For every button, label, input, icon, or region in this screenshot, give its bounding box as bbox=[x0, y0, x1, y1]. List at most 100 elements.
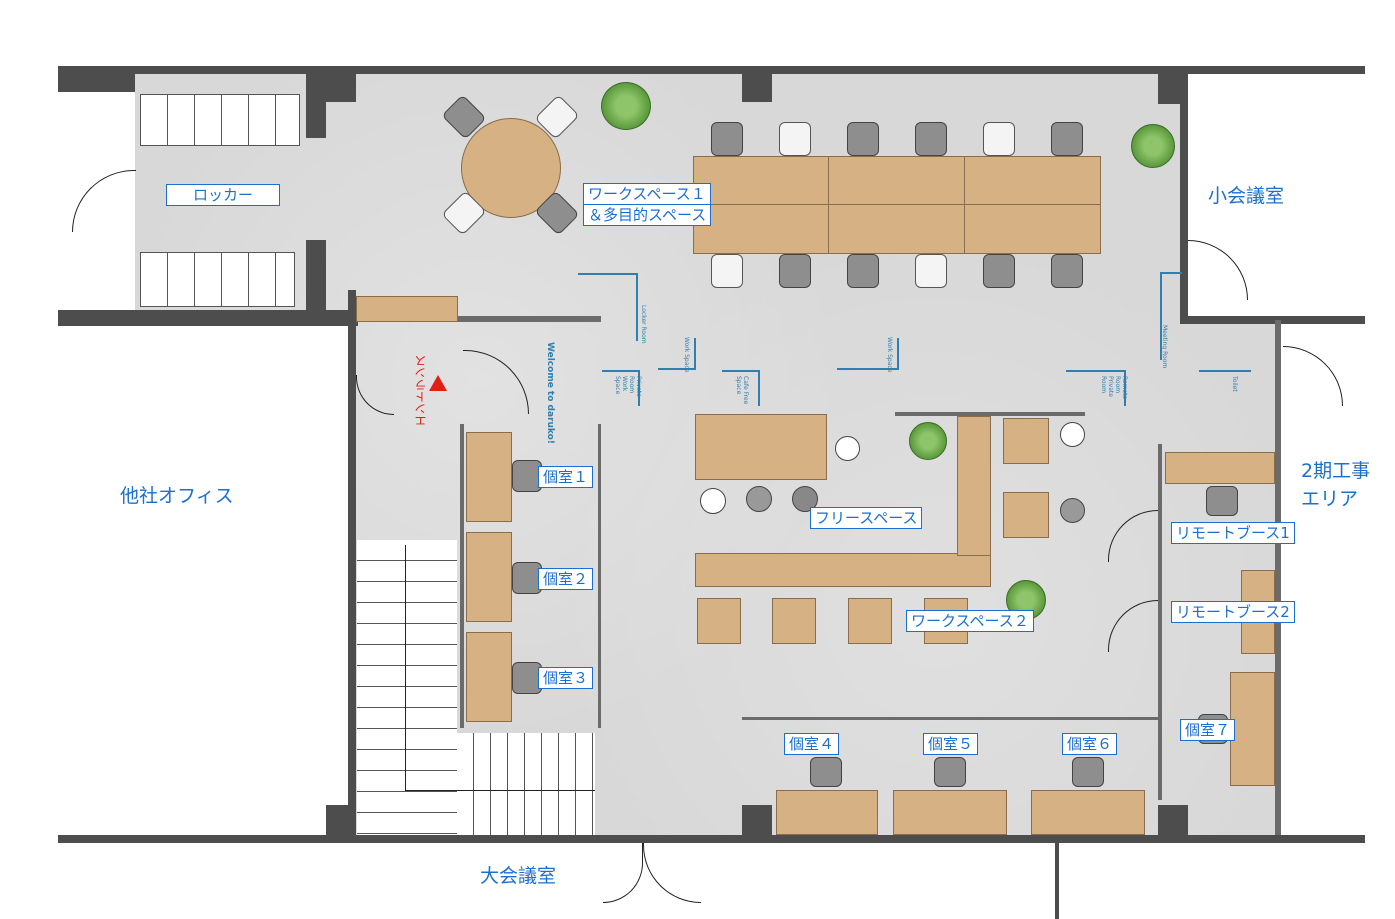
chair bbox=[1072, 757, 1104, 787]
chair bbox=[1051, 122, 1083, 156]
chair bbox=[1206, 486, 1238, 516]
wall-top bbox=[58, 66, 1365, 74]
wall-pillar bbox=[326, 74, 356, 102]
private-desk-4 bbox=[776, 790, 878, 835]
wall-entrance-top bbox=[458, 316, 601, 322]
sign-meeting-room: Meeting Room bbox=[1161, 325, 1168, 369]
counter-vertical bbox=[957, 416, 991, 556]
private-desk-6 bbox=[1031, 790, 1145, 835]
label-small-meeting: 小会議室 bbox=[1208, 185, 1285, 207]
cafe-table bbox=[1003, 492, 1049, 538]
counter-long bbox=[695, 553, 991, 587]
free-table bbox=[695, 414, 827, 480]
sign-arrow bbox=[1160, 272, 1182, 360]
sign-arrow bbox=[837, 338, 899, 370]
work-table bbox=[693, 156, 1101, 254]
label-large-meeting: 大会議室 bbox=[480, 865, 557, 887]
plant-icon bbox=[909, 422, 947, 460]
chair bbox=[915, 122, 947, 156]
wall-phase2 bbox=[1275, 320, 1281, 835]
stairs bbox=[357, 540, 457, 835]
sign-arrow bbox=[658, 338, 696, 370]
wall-stub bbox=[1055, 843, 1059, 919]
desk bbox=[848, 598, 892, 644]
sign-cafe: Cafe Free Space bbox=[735, 376, 749, 405]
sign-private-work: Private Room Work Space bbox=[614, 376, 642, 397]
stool bbox=[1060, 498, 1085, 523]
sign-remote-private: Remote Room Private Room bbox=[1100, 376, 1128, 400]
cafe-table bbox=[1003, 418, 1049, 464]
wall-left-upper bbox=[58, 74, 135, 92]
sign-work-space-a: Work Space bbox=[683, 337, 690, 373]
partition bbox=[895, 412, 1085, 416]
chair bbox=[915, 254, 947, 288]
label-free-space: フリースペース bbox=[810, 507, 923, 529]
sign-locker-room: Locker Room bbox=[640, 305, 647, 344]
label-private-3: 個室３ bbox=[538, 667, 594, 689]
wall-right-meeting bbox=[1180, 74, 1188, 320]
wall-bottom bbox=[58, 835, 1365, 843]
chair bbox=[847, 122, 879, 156]
label-other-office: 他社オフィス bbox=[120, 485, 234, 507]
sign-arrow bbox=[1066, 370, 1126, 406]
wall-pillar-bottom bbox=[326, 805, 356, 835]
large-meeting-door[interactable] bbox=[603, 843, 643, 903]
private-room-wall bbox=[598, 424, 601, 728]
label-private-6: 個室６ bbox=[1062, 733, 1118, 755]
chair bbox=[983, 254, 1015, 288]
wall-locker-side2 bbox=[306, 240, 326, 310]
sign-arrow bbox=[722, 370, 760, 406]
label-private-5: 個室５ bbox=[923, 733, 979, 755]
chair bbox=[779, 122, 811, 156]
chair bbox=[810, 757, 842, 787]
wall-locker-side bbox=[306, 74, 326, 138]
chair bbox=[934, 757, 966, 787]
desk bbox=[697, 598, 741, 644]
stair-arrow-line-h bbox=[405, 790, 595, 791]
chair bbox=[711, 254, 743, 288]
entrance-counter bbox=[356, 296, 458, 322]
stool bbox=[746, 486, 772, 512]
label-locker: ロッカー bbox=[166, 184, 280, 206]
chair bbox=[512, 460, 542, 492]
wall-right-meeting-bottom bbox=[1180, 316, 1365, 324]
wall-entrance bbox=[348, 290, 356, 835]
label-workspace1-line2: ＆多目的スペース bbox=[588, 206, 707, 224]
booth-wall bbox=[1158, 444, 1162, 800]
wall-locker-bottom bbox=[58, 310, 358, 326]
label-phase2-line1: 2期工事 bbox=[1301, 460, 1371, 482]
label-workspace1-line1: ワークスペース１ bbox=[584, 184, 711, 205]
other-office-area bbox=[58, 326, 350, 838]
plant-icon bbox=[1131, 124, 1175, 168]
locker-units-bottom bbox=[140, 252, 295, 307]
private-desk-2 bbox=[466, 532, 512, 622]
work-table-divider bbox=[828, 156, 829, 254]
sign-welcome: Welcome to daruko! bbox=[545, 342, 555, 444]
sign-arrow bbox=[578, 273, 638, 341]
chair bbox=[1051, 254, 1083, 288]
label-private-7: 個室７ bbox=[1180, 719, 1236, 741]
label-workspace1: ワークスペース１ ＆多目的スペース bbox=[583, 183, 712, 226]
label-private-4: 個室４ bbox=[784, 733, 840, 755]
booth1-desk bbox=[1165, 452, 1275, 484]
wall-pillar2 bbox=[742, 74, 772, 102]
private-desk-5 bbox=[893, 790, 1007, 835]
private7-desk bbox=[1230, 672, 1275, 786]
label-remote-booth1: リモートブース1 bbox=[1171, 522, 1295, 544]
chair bbox=[847, 254, 879, 288]
private-desk-3 bbox=[466, 632, 512, 722]
work-table-divider bbox=[693, 204, 1101, 205]
stool bbox=[835, 436, 860, 461]
large-meeting-door-2[interactable] bbox=[643, 843, 701, 903]
private-desk-1 bbox=[466, 432, 512, 522]
sign-work-space-b: Work Space bbox=[886, 337, 893, 373]
chair bbox=[983, 122, 1015, 156]
stool bbox=[700, 488, 726, 514]
locker-door[interactable] bbox=[72, 170, 136, 232]
sign-toilet: Toilet bbox=[1231, 376, 1238, 392]
entrance-marker-icon bbox=[429, 375, 447, 391]
desk bbox=[772, 598, 816, 644]
label-private-2: 個室２ bbox=[538, 568, 594, 590]
stair-arrow-line bbox=[405, 545, 406, 790]
sign-arrow bbox=[602, 370, 640, 406]
